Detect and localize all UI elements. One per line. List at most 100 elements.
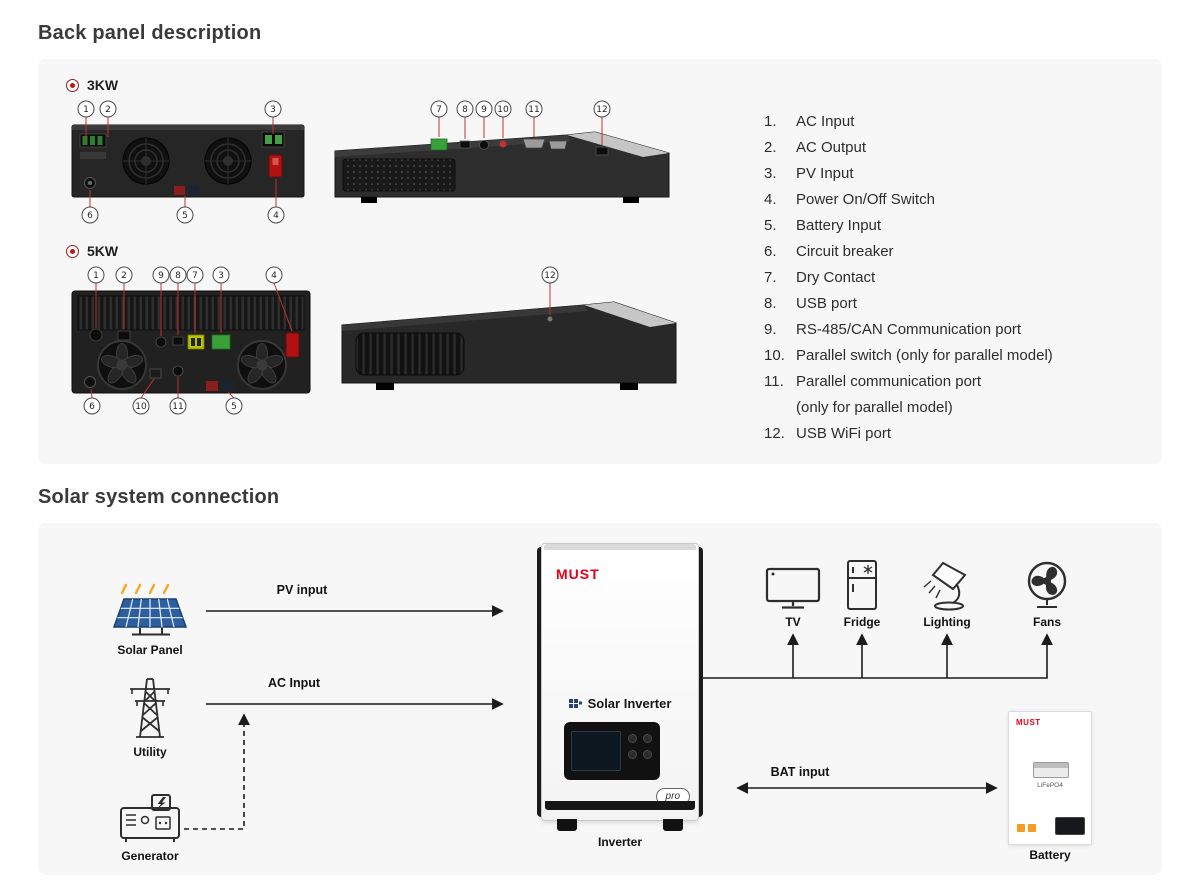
legend-text: Circuit breaker bbox=[796, 243, 894, 260]
legend-subtext: (only for parallel model) bbox=[796, 399, 953, 416]
inverter-foot bbox=[663, 819, 683, 831]
legend-text: Parallel communication port bbox=[796, 373, 982, 390]
svg-text:8: 8 bbox=[462, 105, 468, 115]
legend-number: 8. bbox=[764, 295, 777, 312]
fridge-icon bbox=[847, 560, 877, 610]
lighting-node: Lighting bbox=[913, 559, 981, 629]
legend-number: 7. bbox=[764, 269, 777, 286]
inverter-right-edge bbox=[696, 547, 703, 817]
svg-text:4: 4 bbox=[273, 211, 279, 221]
legend-number: 12. bbox=[764, 425, 785, 442]
bat-input-label: BAT input bbox=[770, 765, 830, 779]
tv-label: TV bbox=[785, 615, 801, 629]
svg-text:7: 7 bbox=[192, 271, 198, 281]
utility-icon bbox=[130, 678, 170, 738]
utility-label: Utility bbox=[133, 745, 167, 759]
tv-icon bbox=[765, 567, 821, 609]
svg-text:5: 5 bbox=[182, 211, 188, 221]
legend-text: USB port bbox=[796, 295, 857, 312]
svg-text:6: 6 bbox=[87, 211, 93, 221]
fridge-node: Fridge bbox=[828, 557, 896, 629]
legend-item: 10. Parallel switch (only for parallel mo… bbox=[764, 343, 1142, 369]
battery-chemistry-label: LiFePO4 bbox=[1037, 782, 1063, 789]
generator-icon bbox=[120, 794, 180, 842]
legend-text: Power On/Off Switch bbox=[796, 191, 935, 208]
model-3kw-label: 3KW bbox=[87, 77, 119, 93]
model-bullet-icon bbox=[66, 244, 79, 258]
lighting-icon bbox=[923, 561, 967, 611]
fans-icon bbox=[1027, 561, 1067, 608]
legend-item: 6. Circuit breaker bbox=[764, 239, 1142, 265]
inverter-screen bbox=[571, 731, 621, 771]
fans-label: Fans bbox=[1032, 615, 1061, 629]
solar-panel-label: Solar Panel bbox=[117, 643, 183, 657]
model-3kw-block: 3KW bbox=[66, 75, 734, 227]
model-bullet-icon bbox=[66, 78, 79, 92]
svg-text:1: 1 bbox=[93, 271, 99, 281]
battery-terminal bbox=[1017, 824, 1025, 832]
back-panel-diagrams: 3KW bbox=[66, 75, 734, 454]
inverter-left-edge bbox=[537, 547, 544, 817]
svg-text:12: 12 bbox=[596, 105, 607, 115]
inverter-5kw-rear-view: 1 2 9 8 7 3 4 6 10 11 5 bbox=[71, 266, 311, 415]
legend-number: 2. bbox=[764, 139, 777, 156]
legend-text: AC Input bbox=[796, 113, 855, 130]
battery-brand-logo: MUST bbox=[1016, 718, 1041, 727]
callout-markers: 1 2 3 6 5 4 bbox=[77, 100, 285, 224]
legend-number: 10. bbox=[764, 347, 785, 364]
callout-leader-lines bbox=[90, 282, 293, 399]
solar-panel-icon bbox=[112, 583, 188, 636]
generator-label: Generator bbox=[121, 849, 179, 863]
legend-number: 11. bbox=[764, 373, 784, 390]
inverter-button bbox=[643, 750, 652, 759]
bullet-dot bbox=[70, 82, 75, 88]
svg-text:10: 10 bbox=[135, 402, 147, 412]
legend-item: 3.PV Input bbox=[764, 161, 1142, 187]
inverter-3kw-rear-view: 1 2 3 6 5 4 bbox=[71, 100, 305, 224]
inverter-display bbox=[564, 722, 660, 780]
bullet-dot bbox=[70, 248, 75, 254]
inverter-button bbox=[643, 734, 652, 743]
legend-text: Parallel switch (only for parallel model… bbox=[796, 347, 1053, 364]
solar-panel-node: Solar Panel bbox=[100, 581, 200, 657]
model-5kw-label-row: 5KW bbox=[66, 241, 734, 261]
svg-text:7: 7 bbox=[436, 105, 442, 115]
back-panel-section: 3KW bbox=[38, 59, 1162, 464]
legend-item: 1. AC Input bbox=[764, 109, 1142, 135]
svg-text:3: 3 bbox=[218, 271, 224, 281]
callout-leader-lines bbox=[438, 117, 603, 145]
model-5kw-views: 1 2 9 8 7 3 4 6 10 11 5 bbox=[66, 263, 734, 418]
legend-number: 5. bbox=[764, 217, 777, 234]
svg-text:6: 6 bbox=[89, 402, 95, 412]
pixel-logo-icon bbox=[568, 699, 582, 708]
model-5kw-label: 5KW bbox=[87, 243, 119, 259]
legend-item: 2. AC Output bbox=[764, 135, 1142, 161]
svg-text:3: 3 bbox=[270, 105, 276, 115]
fans-node: Fans bbox=[1013, 559, 1081, 629]
legend-text: AC Output bbox=[796, 139, 867, 156]
legend-number: 4. bbox=[764, 191, 777, 208]
legend-number: 6. bbox=[764, 243, 777, 260]
battery-terminals bbox=[1017, 824, 1036, 832]
back-panel-legend: 1. AC Input 2. AC Output 3.PV Input 4. Powe… bbox=[734, 75, 1142, 454]
legend-item: 5. Battery Input bbox=[764, 213, 1142, 239]
legend-text: Battery Input bbox=[796, 217, 882, 234]
device-body bbox=[334, 131, 670, 203]
fan bbox=[237, 340, 287, 390]
device-body bbox=[341, 301, 677, 390]
inverter-3kw-side-view: 7 8 9 10 11 12 bbox=[334, 100, 670, 203]
legend-number: 1. bbox=[764, 113, 777, 130]
generator-node: Generator bbox=[100, 793, 200, 863]
device-body bbox=[71, 124, 305, 198]
inverter-product-name: Solar Inverter bbox=[587, 696, 672, 711]
svg-text:9: 9 bbox=[481, 105, 487, 115]
solar-heading: Solar system connection bbox=[38, 486, 280, 508]
svg-text:8: 8 bbox=[175, 271, 181, 281]
svg-text:11: 11 bbox=[528, 105, 539, 115]
callout-leader-lines bbox=[85, 117, 277, 207]
svg-text:2: 2 bbox=[105, 105, 111, 115]
svg-text:4: 4 bbox=[271, 271, 277, 281]
fan-grille bbox=[204, 137, 252, 185]
svg-text:10: 10 bbox=[497, 105, 509, 115]
